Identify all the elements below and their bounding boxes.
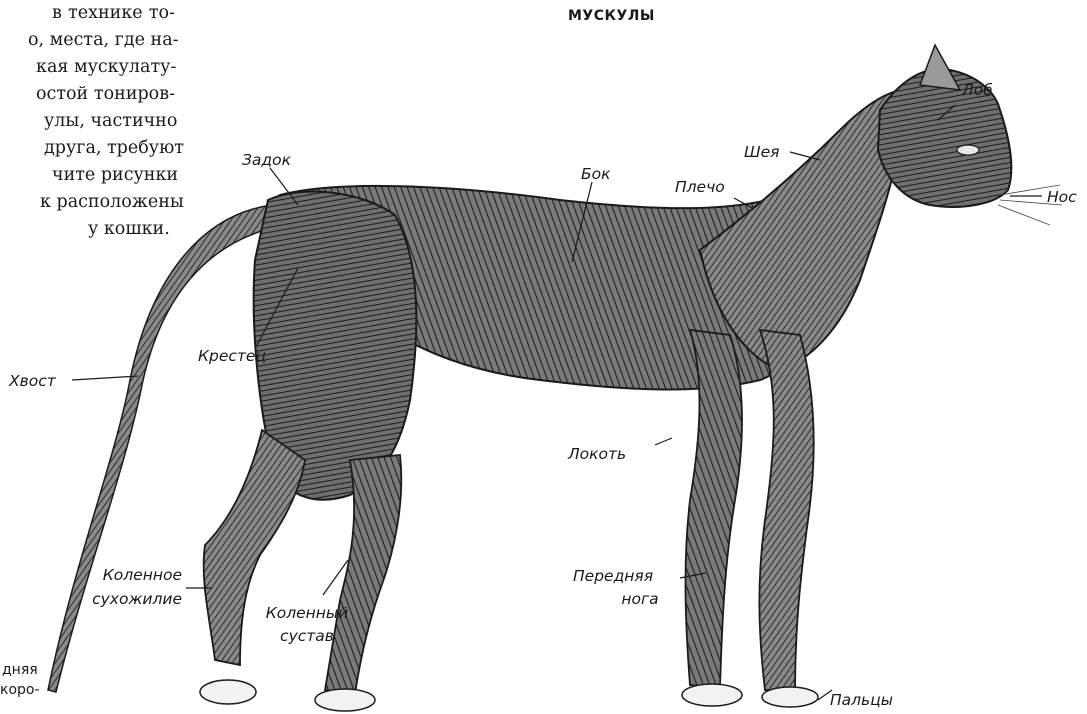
shoulder-shape bbox=[700, 90, 902, 370]
hind-paw-front bbox=[315, 689, 375, 711]
label-perednyaya-2: нога bbox=[610, 589, 670, 609]
label-kolennyy-1: Коленный bbox=[252, 603, 362, 623]
hind-paw-rear bbox=[200, 680, 256, 704]
label-nos: Нос bbox=[1047, 187, 1077, 207]
label-kolennoe-2: сухожилие bbox=[80, 589, 182, 609]
ear-shape bbox=[920, 45, 960, 90]
leader-khvost bbox=[72, 376, 138, 380]
label-krestets: Крестец bbox=[198, 346, 266, 366]
label-khvost: Хвост bbox=[9, 371, 56, 391]
label-kolennyy-2: сустав bbox=[252, 626, 362, 646]
label-bok: Бок bbox=[581, 164, 610, 184]
label-perednyaya-1: Передняя bbox=[573, 566, 653, 586]
leader-lokot bbox=[655, 438, 672, 445]
label-lob: Лоб bbox=[962, 80, 993, 100]
label-kolennoe-1: Коленное bbox=[92, 565, 182, 585]
tail-shape bbox=[48, 205, 285, 692]
label-zadok: Задок bbox=[242, 150, 291, 170]
label-paltsy: Пальцы bbox=[830, 690, 893, 710]
eye-shape bbox=[957, 145, 979, 155]
front-paw-rear bbox=[682, 684, 742, 706]
label-sheya: Шея bbox=[744, 142, 779, 162]
label-plecho: Плечо bbox=[675, 177, 725, 197]
front-paw-front bbox=[762, 687, 818, 707]
front-leg-front bbox=[759, 330, 813, 692]
label-lokot: Локоть bbox=[568, 444, 626, 464]
